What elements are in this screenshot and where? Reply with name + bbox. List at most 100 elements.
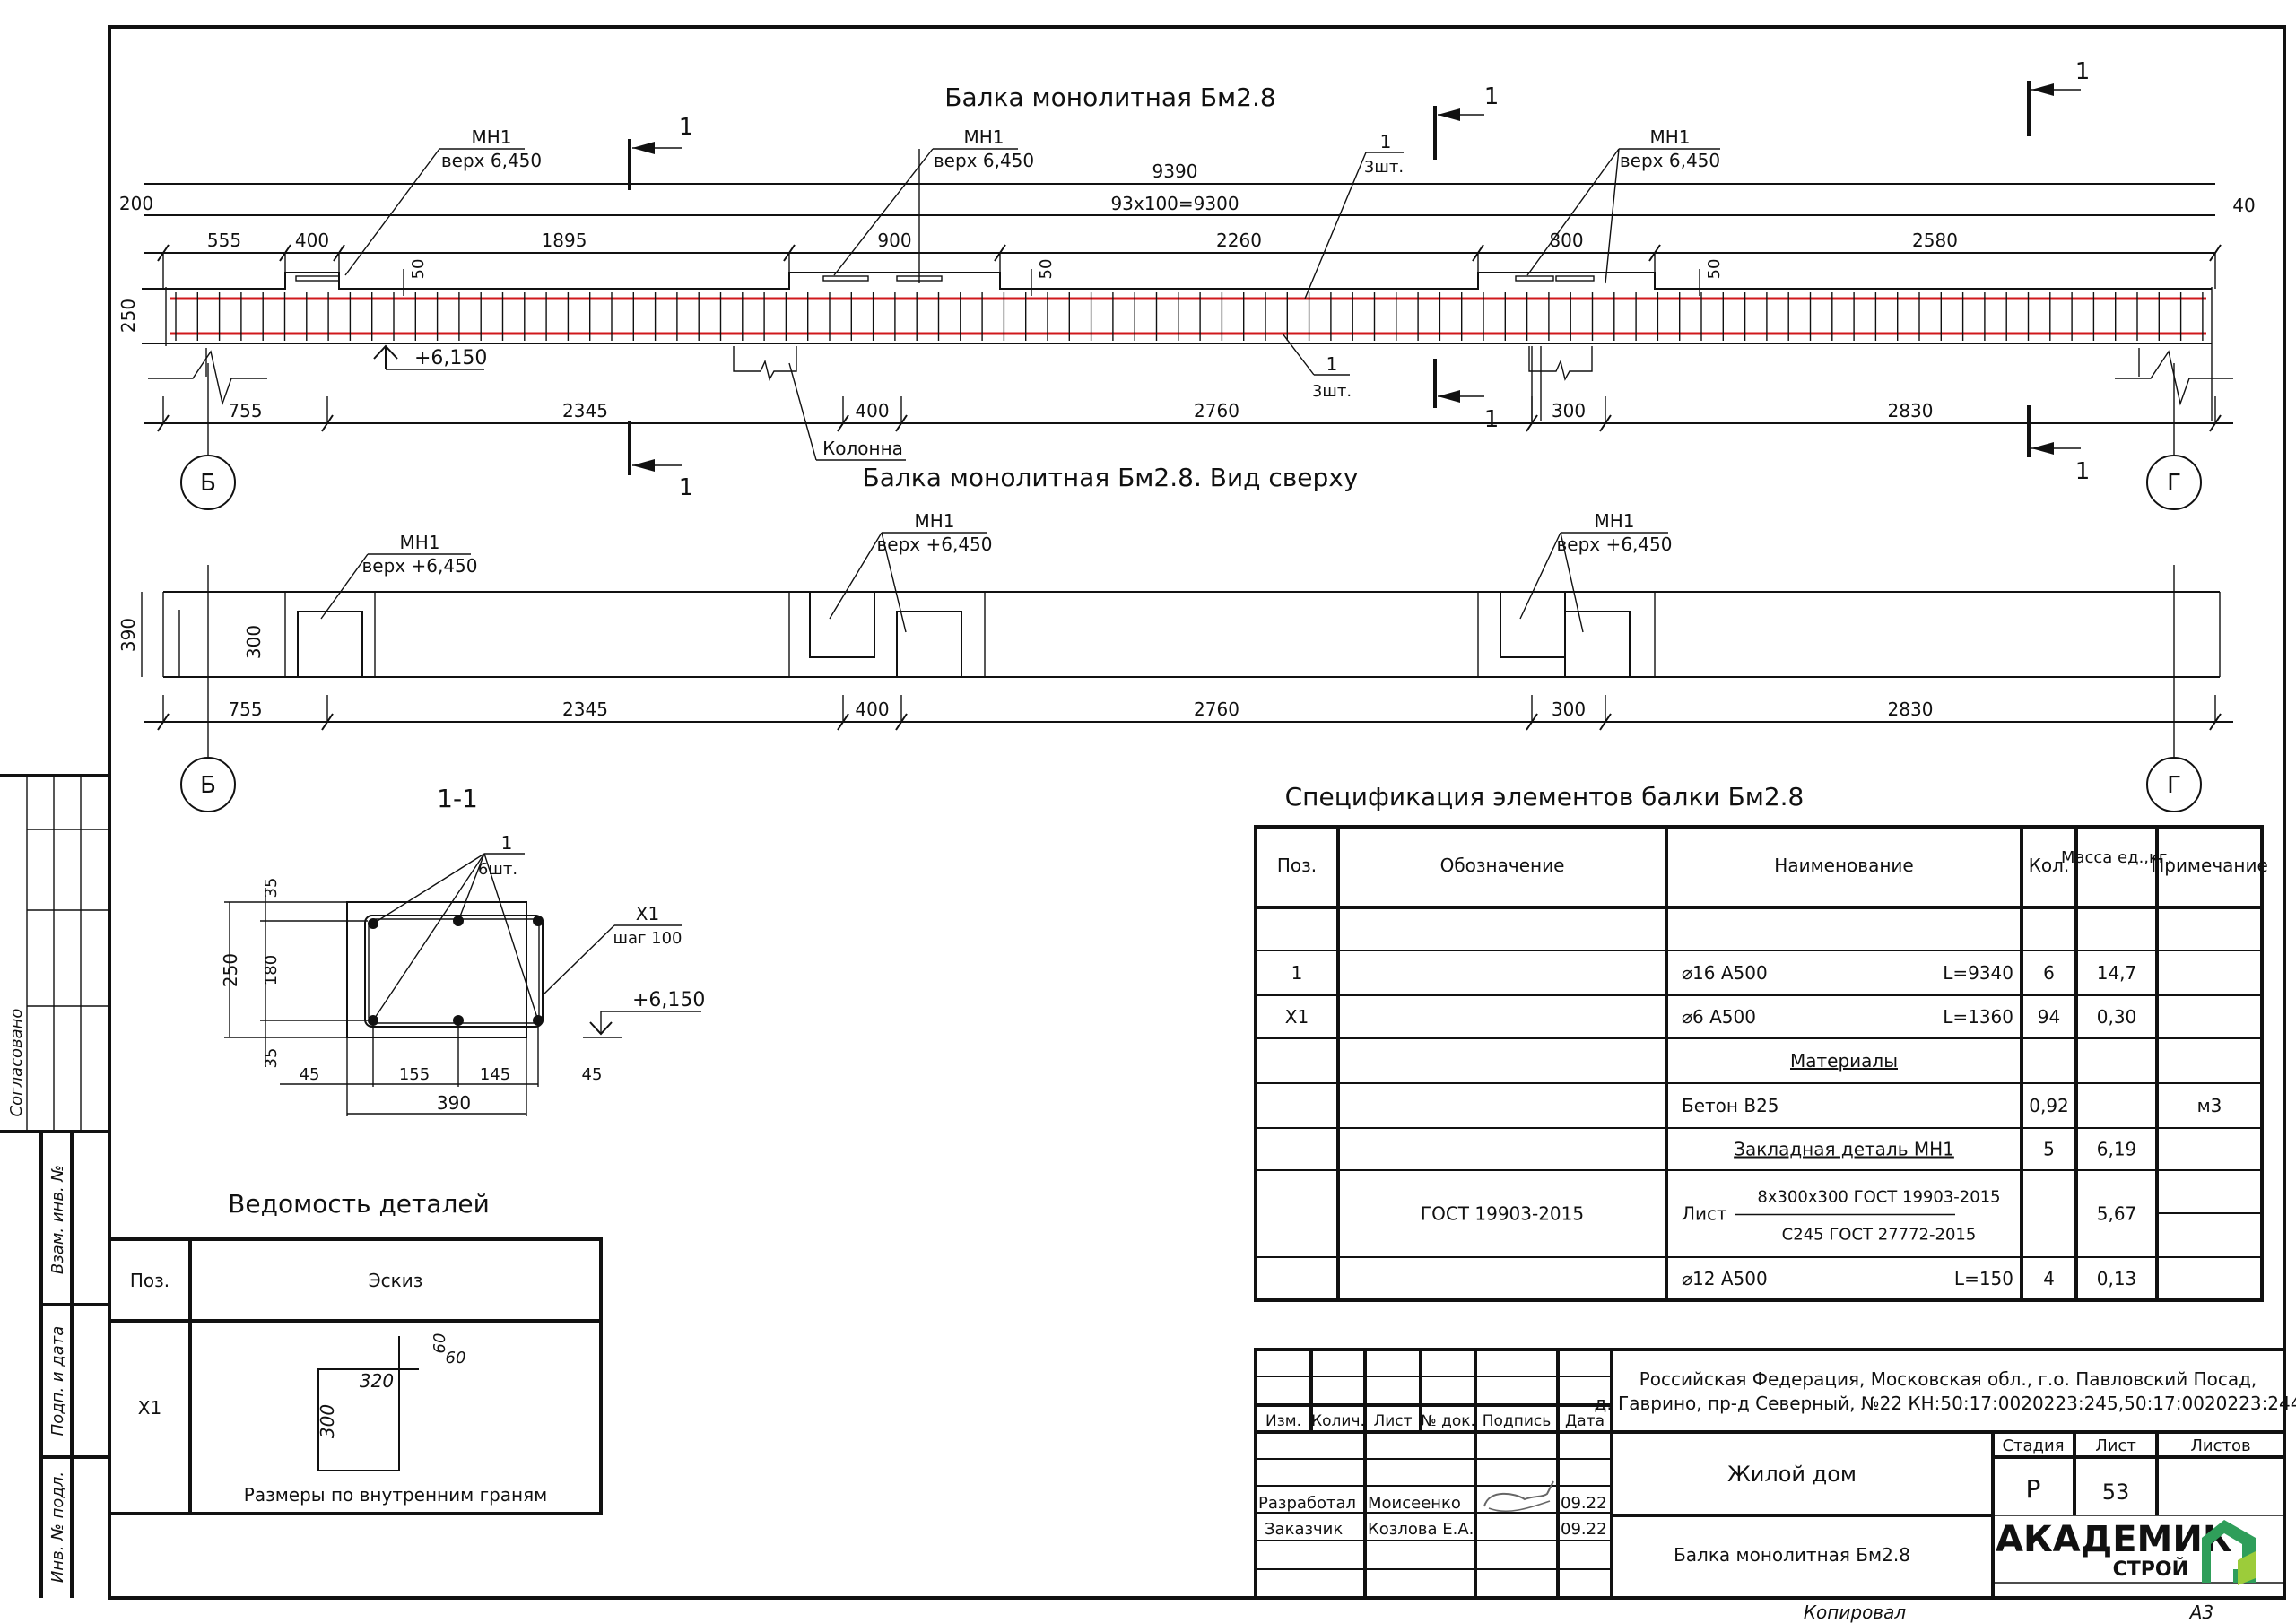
embedded-plate-plan (1564, 611, 1631, 678)
axis-bubble-b (180, 455, 236, 510)
svg-text:1: 1 (1484, 406, 1500, 433)
mh1-callout-1: МН1 верх 6,450 (344, 126, 542, 276)
svg-text:14,7: 14,7 (2097, 962, 2137, 984)
section-level-mark: +6,150 (583, 989, 705, 1038)
svg-text:390: 390 (117, 618, 139, 652)
svg-text:4: 4 (2043, 1268, 2055, 1289)
sheet-number: 53 (2102, 1480, 2130, 1505)
svg-text:0,30: 0,30 (2097, 1006, 2137, 1028)
svg-text:5,67: 5,67 (2097, 1203, 2137, 1225)
svg-text:L=9340: L=9340 (1943, 962, 2013, 984)
svg-text:09.22: 09.22 (1561, 1494, 1607, 1513)
dim-overall: 9390 (1152, 161, 1198, 182)
svg-text:Г: Г (2167, 772, 2181, 799)
svg-text:Инв. № подл.: Инв. № подл. (48, 1471, 67, 1583)
dim-height: 250 (117, 299, 139, 333)
rev-header: Лист (1373, 1412, 1412, 1430)
address-line2: д. Гаврино, пр-д Северный, №22 КН:50:17:… (1595, 1393, 2296, 1414)
spec-header: Кол. (2029, 855, 2070, 876)
svg-text:1: 1 (2075, 58, 2091, 85)
svg-text:09.22: 09.22 (1561, 1520, 1607, 1539)
dim-label: 2580 (1912, 230, 1958, 251)
dim-label: 50 (1037, 259, 1056, 280)
svg-text:Моисеенко: Моисеенко (1368, 1494, 1461, 1513)
dim-label: 900 (877, 230, 911, 251)
axis-bubble-g-plan (2146, 757, 2202, 812)
logo-subtext: СТРОЙ (2113, 1558, 2188, 1581)
embedded-plate (295, 275, 340, 282)
dim-label: 400 (855, 699, 889, 720)
dim-label: 1895 (542, 230, 587, 251)
column-callout: Колонна (788, 362, 906, 461)
spec-header: Наименование (1774, 855, 1913, 876)
section-outline (346, 901, 527, 1038)
embedded-plate-plan (297, 611, 363, 678)
svg-text:верх +6,450: верх +6,450 (877, 534, 993, 555)
dim-label: 2260 (1216, 230, 1262, 251)
beam-top-edge (142, 272, 2212, 290)
elevation-view: Балка монолитная Бм2.8 9390 93х100=9300 … (117, 58, 2256, 510)
svg-text:Поз.: Поз. (130, 1270, 170, 1291)
svg-text:МН1: МН1 (1594, 510, 1634, 532)
svg-text:3шт.: 3шт. (1312, 382, 1352, 401)
bar-callout-bottom: 1 3шт. (1282, 333, 1352, 401)
rev-header: № док. (1421, 1412, 1475, 1430)
svg-text:Колонна: Колонна (822, 438, 903, 459)
svg-text:1: 1 (679, 114, 694, 141)
svg-text:верх +6,450: верх +6,450 (1557, 534, 1673, 555)
svg-text:0,92: 0,92 (2029, 1095, 2069, 1116)
dim-label: 555 (207, 230, 241, 251)
dim-label: 2760 (1194, 699, 1239, 720)
svg-text:5: 5 (2043, 1139, 2055, 1160)
svg-text:Листов: Листов (2190, 1436, 2250, 1455)
address-line1: Российская Федерация, Московская обл., г… (1639, 1368, 2257, 1390)
section-marker-5: 1 (1433, 359, 1500, 433)
svg-text:45: 45 (300, 1065, 320, 1084)
rev-header: Изм. (1265, 1412, 1301, 1430)
svg-text:⌀6 А500: ⌀6 А500 (1682, 1006, 1756, 1028)
svg-text:3шт.: 3шт. (1364, 158, 1404, 177)
svg-text:390: 390 (437, 1092, 471, 1114)
svg-text:145: 145 (480, 1065, 510, 1084)
svg-text:МН1: МН1 (963, 126, 1004, 148)
svg-text:Заказчик: Заказчик (1265, 1520, 1343, 1539)
svg-text:верх 6,450: верх 6,450 (934, 150, 1034, 171)
specification-title: Спецификация элементов балки Бм2.8 (1285, 782, 1805, 812)
mh1-plan-callout-1: МН1 верх +6,450 (320, 532, 478, 620)
svg-text:+6,150: +6,150 (414, 347, 487, 369)
dim-stirrups: 93х100=9300 (1110, 193, 1239, 214)
svg-text:верх 6,450: верх 6,450 (441, 150, 542, 171)
bar-callout-top: 1 3шт. (1304, 131, 1404, 299)
section-marker-6: 1 (2027, 405, 2091, 485)
svg-text:6,19: 6,19 (2097, 1139, 2137, 1160)
svg-text:С245 ГОСТ 27772-2015: С245 ГОСТ 27772-2015 (1782, 1226, 1977, 1245)
svg-text:⌀16 А500: ⌀16 А500 (1682, 962, 1768, 984)
svg-text:6: 6 (2043, 962, 2055, 984)
svg-text:Подп. и дата: Подп. и дата (48, 1326, 67, 1436)
section-1-1: 1-1 1 6шт. Х1 шаг 100 +6,150 (220, 784, 705, 1116)
bars-callout: 1 6шт. (372, 832, 539, 1021)
axis-bubble-b-plan (180, 757, 236, 812)
stirrups (175, 292, 2204, 341)
svg-text:МН1: МН1 (914, 510, 954, 532)
svg-text:верх 6,450: верх 6,450 (1620, 150, 1720, 171)
svg-text:Закладная деталь МН1: Закладная деталь МН1 (1734, 1139, 1954, 1160)
svg-text:Масса ед.,кг.: Масса ед.,кг. (2061, 848, 2172, 867)
parts-list: Ведомость деталей Поз. Эскиз Х1 320 300 … (108, 1189, 603, 1515)
svg-text:35: 35 (262, 878, 281, 898)
section-bars (368, 916, 544, 1026)
svg-text:1: 1 (2075, 458, 2091, 485)
svg-text:1: 1 (679, 474, 694, 501)
dim-label: 755 (228, 400, 262, 421)
rev-header: Колич. (1311, 1412, 1365, 1430)
svg-text:Х1: Х1 (1285, 1006, 1309, 1028)
section-marker-3: 1 (2027, 58, 2091, 136)
svg-text:Бетон В25: Бетон В25 (1682, 1095, 1779, 1116)
svg-text:320: 320 (360, 1370, 394, 1392)
